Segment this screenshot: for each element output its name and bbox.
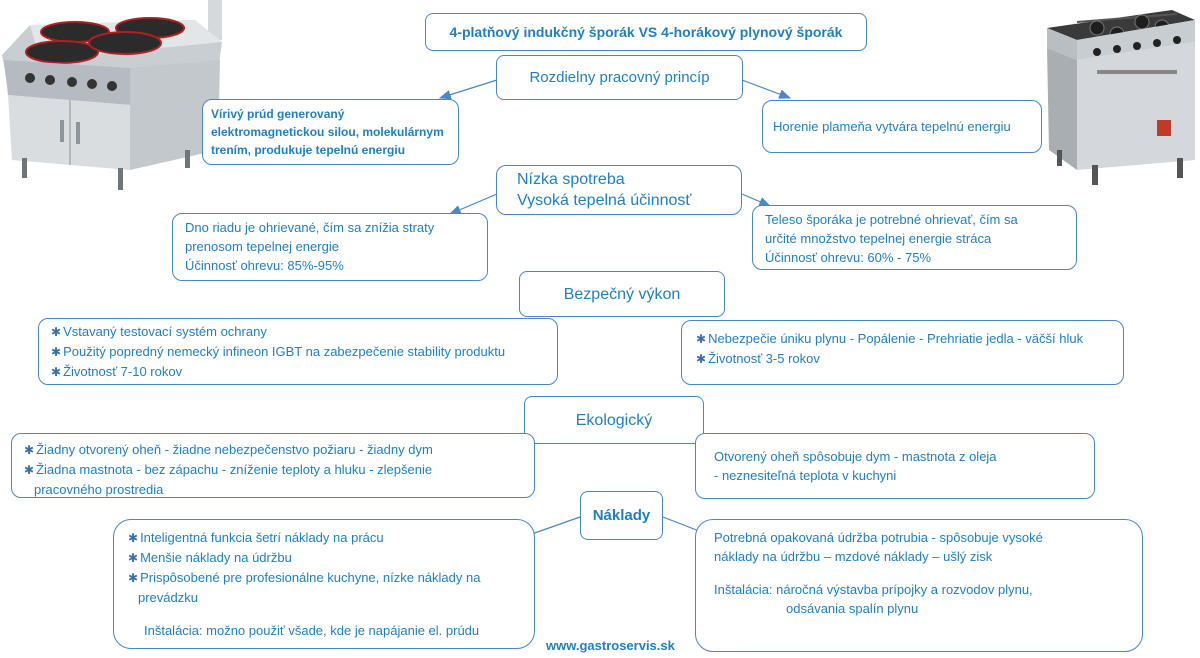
bullet-icon: ✱	[51, 365, 62, 379]
bullet-icon: ✱	[128, 551, 139, 565]
costs-gas-installation-continued: odsávania spalín plynu	[786, 601, 919, 616]
eco-heading: Ekologický	[575, 411, 653, 429]
costs-gas-line: Potrebná opakovaná údržba potrubia - spô…	[714, 530, 1043, 545]
bullet-icon: ✱	[24, 463, 35, 477]
eco-induction-item: ✱Žiadna mastnota - bez zápachu - zníženi…	[24, 462, 433, 477]
principle-induction-text: Vírivý prúd generovaný elektromagneticko…	[211, 107, 444, 157]
efficiency-induction-line: Dno riadu je ohrievané, čím sa znížia st…	[185, 220, 435, 235]
eco-induction-item-continued: pracovného prostredia	[34, 482, 164, 497]
safety-heading-box: Bezpečný výkon	[519, 271, 725, 317]
bullet-icon: ✱	[51, 325, 62, 339]
efficiency-gas-box: Teleso šporáka je potrebné ohrievať, čím…	[752, 205, 1077, 270]
efficiency-induction-value: Účinnosť ohrevu: 85%-95%	[185, 258, 344, 273]
safety-induction-item: ✱Vstavaný testovací systém ochrany	[51, 324, 267, 339]
safety-gas-item: ✱Nebezpečie úniku plynu - Popálenie - Pr…	[696, 331, 1084, 346]
induction-cooker-image	[2, 0, 222, 190]
safety-gas-box: ✱Nebezpečie úniku plynu - Popálenie - Pr…	[681, 320, 1124, 385]
eco-heading-box: Ekologický	[524, 396, 704, 444]
efficiency-heading-line-1: Nízka spotreba	[517, 171, 625, 188]
costs-induction-box: ✱Inteligentná funkcia šetrí náklady na p…	[113, 519, 535, 649]
costs-induction-item-continued: prevádzku	[138, 590, 198, 605]
page-title: 4-platňový indukčný šporák VS 4-horákový…	[449, 23, 843, 40]
bullet-icon: ✱	[696, 352, 707, 366]
arrow-consumption-right	[741, 193, 772, 207]
costs-gas-box: Potrebná opakovaná údržba potrubia - spô…	[695, 519, 1143, 652]
safety-gas-item: ✱Životnosť 3-5 rokov	[696, 351, 820, 366]
eco-gas-line: Otvorený oheň spôsobuje dym - mastnota z…	[714, 449, 997, 464]
principle-induction-box: Vírivý prúd generovaný elektromagneticko…	[202, 99, 459, 165]
eco-induction-item: ✱Žiadny otvorený oheň - žiadne nebezpeče…	[24, 442, 433, 457]
costs-heading-box: Náklady	[580, 491, 663, 540]
costs-gas-installation: Inštalácia: náročná výstavba prípojky a …	[714, 582, 1033, 597]
costs-induction-installation: Inštalácia: možno použiť všade, kde je n…	[144, 623, 480, 638]
bullet-icon: ✱	[696, 332, 707, 346]
efficiency-gas-line: určité množstvo tepelnej energie stráca	[765, 231, 992, 246]
costs-gas-line: náklady na údržbu – mzdové náklady – ušl…	[714, 549, 993, 564]
principle-heading: Rozdielny pracovný princíp	[529, 69, 710, 86]
efficiency-induction-box: Dno riadu je ohrievané, čím sa znížia st…	[172, 213, 488, 281]
arrow-principle-right	[741, 79, 792, 99]
safety-induction-item: ✱Životnosť 7-10 rokov	[51, 364, 183, 379]
costs-induction-item: ✱Menšie náklady na údržbu	[128, 550, 292, 565]
principle-gas-box: Horenie plameňa vytvára tepelnú energiu	[762, 100, 1042, 153]
bullet-icon: ✱	[51, 345, 62, 359]
bullet-icon: ✱	[128, 571, 139, 585]
costs-induction-item: ✱Inteligentná funkcia šetrí náklady na p…	[128, 530, 384, 545]
efficiency-heading-box: Nízka spotreba Vysoká tepelná účinnosť	[496, 165, 742, 215]
eco-gas-box: Otvorený oheň spôsobuje dym - mastnota z…	[695, 433, 1095, 499]
costs-induction-item: ✱Prispôsobené pre profesionálne kuchyne,…	[128, 570, 481, 585]
eco-induction-box: ✱Žiadny otvorený oheň - žiadne nebezpeče…	[11, 433, 535, 498]
eco-gas-line: - neznesiteľná teplota v kuchyni	[714, 468, 897, 483]
footer-url[interactable]: www.gastroservis.sk	[546, 638, 675, 653]
safety-heading: Bezpečný výkon	[563, 285, 681, 303]
efficiency-gas-value: Účinnosť ohrevu: 60% - 75%	[765, 250, 932, 265]
efficiency-gas-line: Teleso šporáka je potrebné ohrievať, čím…	[765, 212, 1018, 227]
bullet-icon: ✱	[24, 443, 35, 457]
arrow-principle-left	[438, 79, 498, 100]
arrow-consumption-left	[448, 193, 498, 215]
efficiency-induction-line: prenosom tepelnej energie	[185, 239, 339, 254]
title-box: 4-platňový indukčný šporák VS 4-horákový…	[425, 13, 867, 51]
efficiency-heading-line-2: Vysoká tepelná účinnosť	[517, 192, 692, 209]
principle-heading-box: Rozdielny pracovný princíp	[496, 55, 743, 100]
bullet-icon: ✱	[128, 531, 139, 545]
safety-induction-item: ✱Použitý popredný nemecký infineon IGBT …	[51, 344, 506, 359]
costs-heading: Náklady	[592, 507, 651, 524]
safety-induction-box: ✱Vstavaný testovací systém ochrany ✱Použ…	[38, 318, 558, 385]
gas-range-image	[1047, 10, 1195, 185]
principle-gas-text: Horenie plameňa vytvára tepelnú energiu	[773, 119, 1011, 134]
